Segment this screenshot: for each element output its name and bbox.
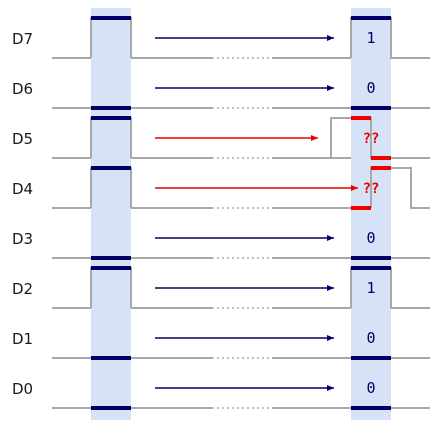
received-value: 0 (366, 229, 375, 247)
bit-label: D4 (12, 180, 33, 198)
received-value: 0 (366, 379, 375, 397)
received-value-error: ?? (363, 131, 380, 147)
skewed-pulse (370, 167, 430, 209)
receiver-band (351, 8, 391, 420)
bit-label: D0 (12, 380, 33, 398)
bit-label: D5 (12, 130, 33, 148)
received-value-error: ?? (363, 181, 380, 197)
sender-band (91, 8, 131, 420)
received-value: 1 (366, 279, 375, 297)
received-value: 0 (366, 79, 375, 97)
received-value: 0 (366, 329, 375, 347)
bit-label: D7 (12, 30, 33, 48)
bit-label: D2 (12, 280, 33, 298)
bit-label: D3 (12, 230, 33, 248)
received-value: 1 (366, 29, 375, 47)
bit-label: D6 (12, 80, 33, 98)
bit-label: D1 (12, 330, 33, 348)
